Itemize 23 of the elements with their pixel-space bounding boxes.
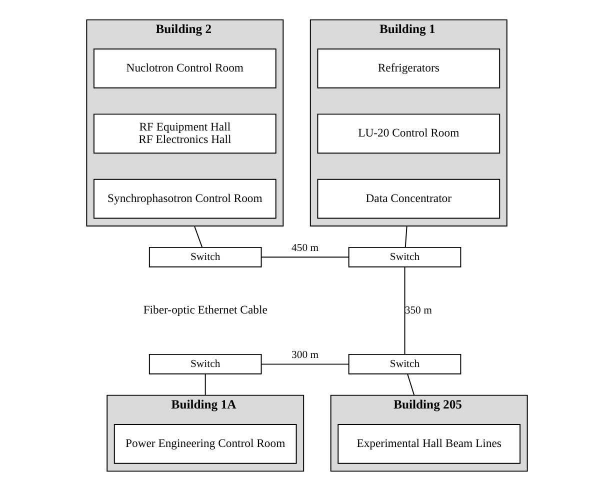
connector bbox=[204, 374, 206, 396]
connector bbox=[194, 226, 203, 248]
node-box: Experimental Hall Beam Lines bbox=[338, 424, 521, 464]
label: Fiber-optic Ethernet Cable bbox=[143, 304, 268, 317]
edge-label: 300 m bbox=[292, 349, 319, 362]
node-box: Refrigerators bbox=[317, 48, 500, 88]
connector bbox=[404, 266, 406, 355]
node-box: Switch bbox=[148, 354, 262, 374]
node-box: Power Engineering Control Room bbox=[114, 424, 297, 464]
node-box: RF Equipment Hall RF Electronics Hall bbox=[93, 114, 276, 154]
node-box: Nuclotron Control Room bbox=[93, 48, 276, 88]
node-box: Data Concentrator bbox=[317, 178, 500, 219]
edge-label: 350 m bbox=[404, 304, 432, 316]
node-box: Switch bbox=[148, 246, 262, 268]
connector bbox=[407, 374, 415, 396]
node-box: LU-20 Control Room bbox=[317, 114, 500, 154]
edge-label: 450 m bbox=[292, 242, 319, 254]
connector bbox=[404, 226, 408, 248]
node-box: Switch bbox=[348, 354, 462, 374]
node-box: Switch bbox=[348, 246, 462, 268]
connector bbox=[260, 364, 350, 365]
node-box: Synchrophasotron Control Room bbox=[93, 178, 276, 219]
connector bbox=[260, 256, 350, 258]
